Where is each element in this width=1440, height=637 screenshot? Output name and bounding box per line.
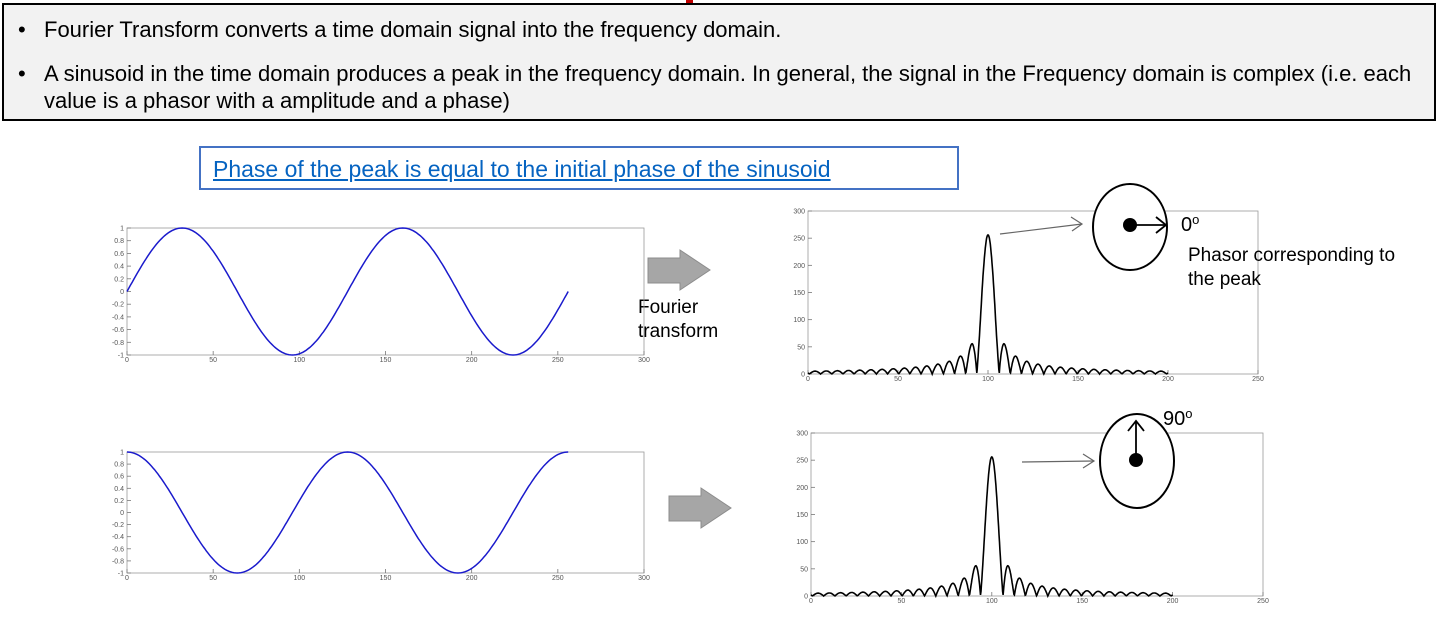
y-tick-label: 0.8 <box>114 238 124 245</box>
wave-line <box>126 451 569 574</box>
x-tick-label: 50 <box>209 357 217 364</box>
y-tick-label: 0.6 <box>114 474 124 481</box>
y-tick-label: 100 <box>793 317 805 324</box>
x-tick-label: 250 <box>552 575 564 582</box>
x-tick-label: 0 <box>125 575 129 582</box>
freq-chart-peak-0: 0 50 100 150 200 250 0 50 100 150 200 250 300 <box>793 209 1264 384</box>
spectrum-line <box>807 233 1169 377</box>
freq-chart-peak-90: 0 50 100 150 200 250 0 50 100 150 200 250 300 <box>796 431 1269 606</box>
y-tick-label: 200 <box>793 263 805 270</box>
x-tick-label: 300 <box>638 357 650 364</box>
y-tick-label: 0.4 <box>114 486 124 493</box>
spectrum-line <box>810 455 1174 599</box>
pointer-arrowhead-2-icon <box>1082 453 1096 469</box>
x-tick-label: 100 <box>986 598 998 605</box>
y-tick-label: -0.6 <box>112 327 124 334</box>
wave-line <box>126 227 569 356</box>
pointer-arrow-1 <box>999 223 1083 235</box>
x-tick-label: 100 <box>293 357 305 364</box>
x-tick-label: 250 <box>1257 598 1269 605</box>
phase-label-0: 0o <box>1181 212 1199 236</box>
note-box: Phase of the peak is equal to the initia… <box>199 146 959 190</box>
y-tick-label: -0.2 <box>112 522 124 529</box>
y-tick-label: 50 <box>800 566 808 573</box>
bullet-text: A sinusoid in the time domain produces a… <box>44 61 1412 113</box>
y-tick-label: 300 <box>796 431 808 438</box>
phase-label-90: 90o <box>1163 406 1192 430</box>
x-tick-label: 100 <box>293 575 305 582</box>
x-tick-label: 250 <box>1252 376 1264 383</box>
y-tick-label: 0.2 <box>114 276 124 283</box>
fourier-transform-label: Fourier transform <box>638 297 718 342</box>
y-tick-label: 200 <box>796 485 808 492</box>
red-title-fragment <box>686 0 693 4</box>
x-tick-label: 200 <box>466 357 478 364</box>
bullet-box: • Fourier Transform converts a time doma… <box>2 3 1436 121</box>
plot-frame <box>810 432 1264 597</box>
x-tick-label: 50 <box>898 598 906 605</box>
y-tick-label: -1 <box>118 571 124 578</box>
y-tick-label: 1 <box>120 226 124 233</box>
x-tick-label: 100 <box>982 376 994 383</box>
x-tick-label: 150 <box>1072 376 1084 383</box>
x-tick-label: 0 <box>125 357 129 364</box>
x-tick-label: 200 <box>466 575 478 582</box>
y-tick-label: 0 <box>120 289 124 296</box>
y-tick-label: 300 <box>793 209 805 216</box>
x-tick-label: 250 <box>552 357 564 364</box>
time-chart-cos: 0 50 100 150 200 250 300 -1 -0.8 -0.6 -0.4 -0.2 0 0.2… <box>112 450 650 583</box>
x-tick-label: 200 <box>1167 598 1179 605</box>
y-tick-label: 250 <box>793 236 805 243</box>
x-tick-label: 50 <box>894 376 902 383</box>
y-tick-label: 0 <box>804 594 808 601</box>
x-tick-label: 150 <box>380 575 392 582</box>
note-link[interactable]: Phase of the peak is equal to the initia… <box>213 156 831 182</box>
y-tick-label: 150 <box>793 290 805 297</box>
x-tick-label: 200 <box>1162 376 1174 383</box>
bullet-marker: • <box>18 17 26 42</box>
y-tick-label: -0.8 <box>112 340 124 347</box>
x-tick-label: 300 <box>638 575 650 582</box>
x-tick-label: 0 <box>809 598 813 605</box>
plot-frame <box>126 451 645 574</box>
fourier-arrow-icon <box>647 249 711 291</box>
x-tick-label: 150 <box>1076 598 1088 605</box>
y-tick-label: 100 <box>796 539 808 546</box>
plot-frame <box>126 227 645 356</box>
x-tick-label: 50 <box>209 575 217 582</box>
x-tick-label: 0 <box>806 376 810 383</box>
phasor-arrowhead-1-icon <box>1155 216 1168 234</box>
y-tick-label: 250 <box>796 458 808 465</box>
y-tick-label: 0 <box>120 510 124 517</box>
y-tick-label: -0.8 <box>112 558 124 565</box>
phasor-arrowhead-2-icon <box>1127 419 1145 432</box>
y-tick-label: 150 <box>796 512 808 519</box>
y-tick-label: 0.2 <box>114 498 124 505</box>
y-tick-label: -0.4 <box>112 534 124 541</box>
y-tick-label: 50 <box>797 344 805 351</box>
bullet-text: Fourier Transform converts a time domain… <box>44 17 782 42</box>
y-tick-label: 0.8 <box>114 462 124 469</box>
x-tick-label: 150 <box>380 357 392 364</box>
pointer-arrowhead-1-icon <box>1070 216 1084 232</box>
pointer-arrow-2 <box>1021 460 1095 463</box>
y-tick-label: -0.6 <box>112 546 124 553</box>
time-chart-sin: 0 50 100 150 200 250 300 -1 -0.8 -0.6 -0.4 -0.2 0 0.2… <box>112 226 650 365</box>
y-tick-label: 0.4 <box>114 264 124 271</box>
y-tick-label: 0.6 <box>114 251 124 258</box>
y-tick-label: -0.4 <box>112 314 124 321</box>
y-tick-label: 1 <box>120 450 124 457</box>
fourier-arrow-2-icon <box>668 487 732 529</box>
y-tick-label: -0.2 <box>112 302 124 309</box>
y-tick-label: 0 <box>801 372 805 379</box>
bullet-marker: • <box>18 61 26 86</box>
phasor-caption: Phasor corresponding to the peak <box>1188 245 1400 290</box>
y-tick-label: -1 <box>118 353 124 360</box>
